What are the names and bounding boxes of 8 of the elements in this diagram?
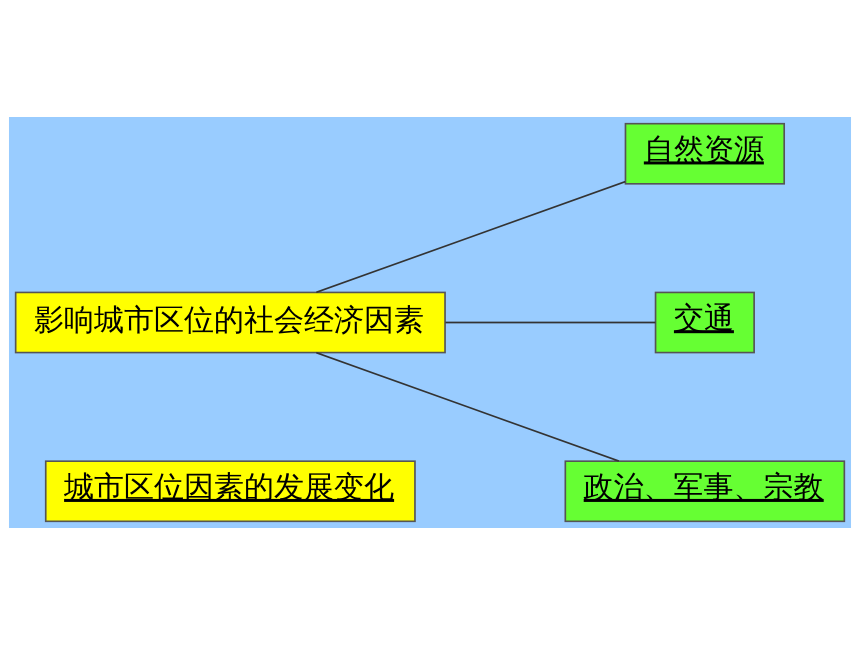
node-box: 政治、军事、宗教 [564,460,846,522]
node-box: 自然资源 [624,122,786,185]
connector [316,180,626,294]
node-box: 交通 [654,292,755,354]
connector [316,352,620,462]
connector [446,322,656,324]
node-box: 影响城市区位的社会经济因素 [14,292,446,354]
node-box: 城市区位因素的发展变化 [44,460,416,522]
